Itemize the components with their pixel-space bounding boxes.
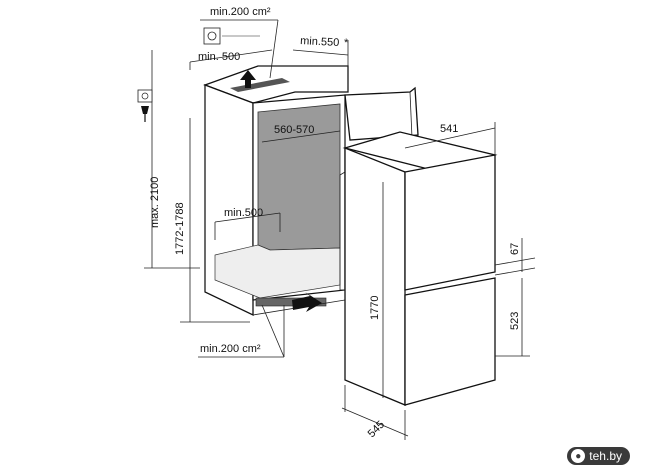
niche-height-label: 1772-1788 [174,202,186,255]
dimension-niche-height: 1772-1788 [174,118,250,323]
top-vent-depth-label: min. 500 [198,51,240,63]
dimension-appliance-width: 541 [404,122,496,155]
refrigerator [339,131,498,406]
lower-door-height-label: 523 [509,312,521,330]
niche-width-label: 560-570 [274,124,314,136]
dimension-bottom-vent-depth: min.500 [214,207,281,240]
bottom-vent-area: min.200 cm² [198,304,285,358]
niche-cabinet [203,65,349,317]
gap-height-label: 67 [509,243,521,255]
electrical-socket-icon [203,27,260,45]
bottom-vent-area-label: min.200 cm² [200,343,261,355]
max-height-label: max. 2100 [149,177,161,228]
dimension-gap-height: 67 [494,238,536,276]
dimension-top-vent-depth: min. 500 [189,49,273,70]
teh-logo-icon: ● [571,449,586,463]
bottom-vent-depth-label: min.500 [224,207,263,219]
top-vent-area: min.200 cm² [200,6,279,79]
open-door-panel [344,86,419,141]
dimension-niche-width: 560-570 [261,124,341,143]
watermark: ● teh.by [567,447,630,465]
airflow-arrow-icon-bottom [292,292,322,312]
power-plug-icon [137,89,153,122]
watermark-text: teh.by [589,449,622,463]
lower-door [404,277,496,406]
upper-door [404,154,496,291]
asterisk-note: * [344,37,349,49]
door-clearance-label: min.550 [300,35,340,49]
top-vent-area-label: min.200 cm² [210,6,271,18]
dimension-appliance-height: 1770 [369,182,384,398]
appliance-width-label: 541 [440,123,458,135]
dimension-max-height: max. 2100 [144,50,200,269]
airflow-arrow-icon [240,70,256,88]
dimension-door-clearance: min.550 * [292,35,349,66]
dimension-lower-door: 523 [495,278,530,357]
appliance-depth-label: 545 [366,419,387,440]
appliance-height-label: 1770 [369,296,381,320]
